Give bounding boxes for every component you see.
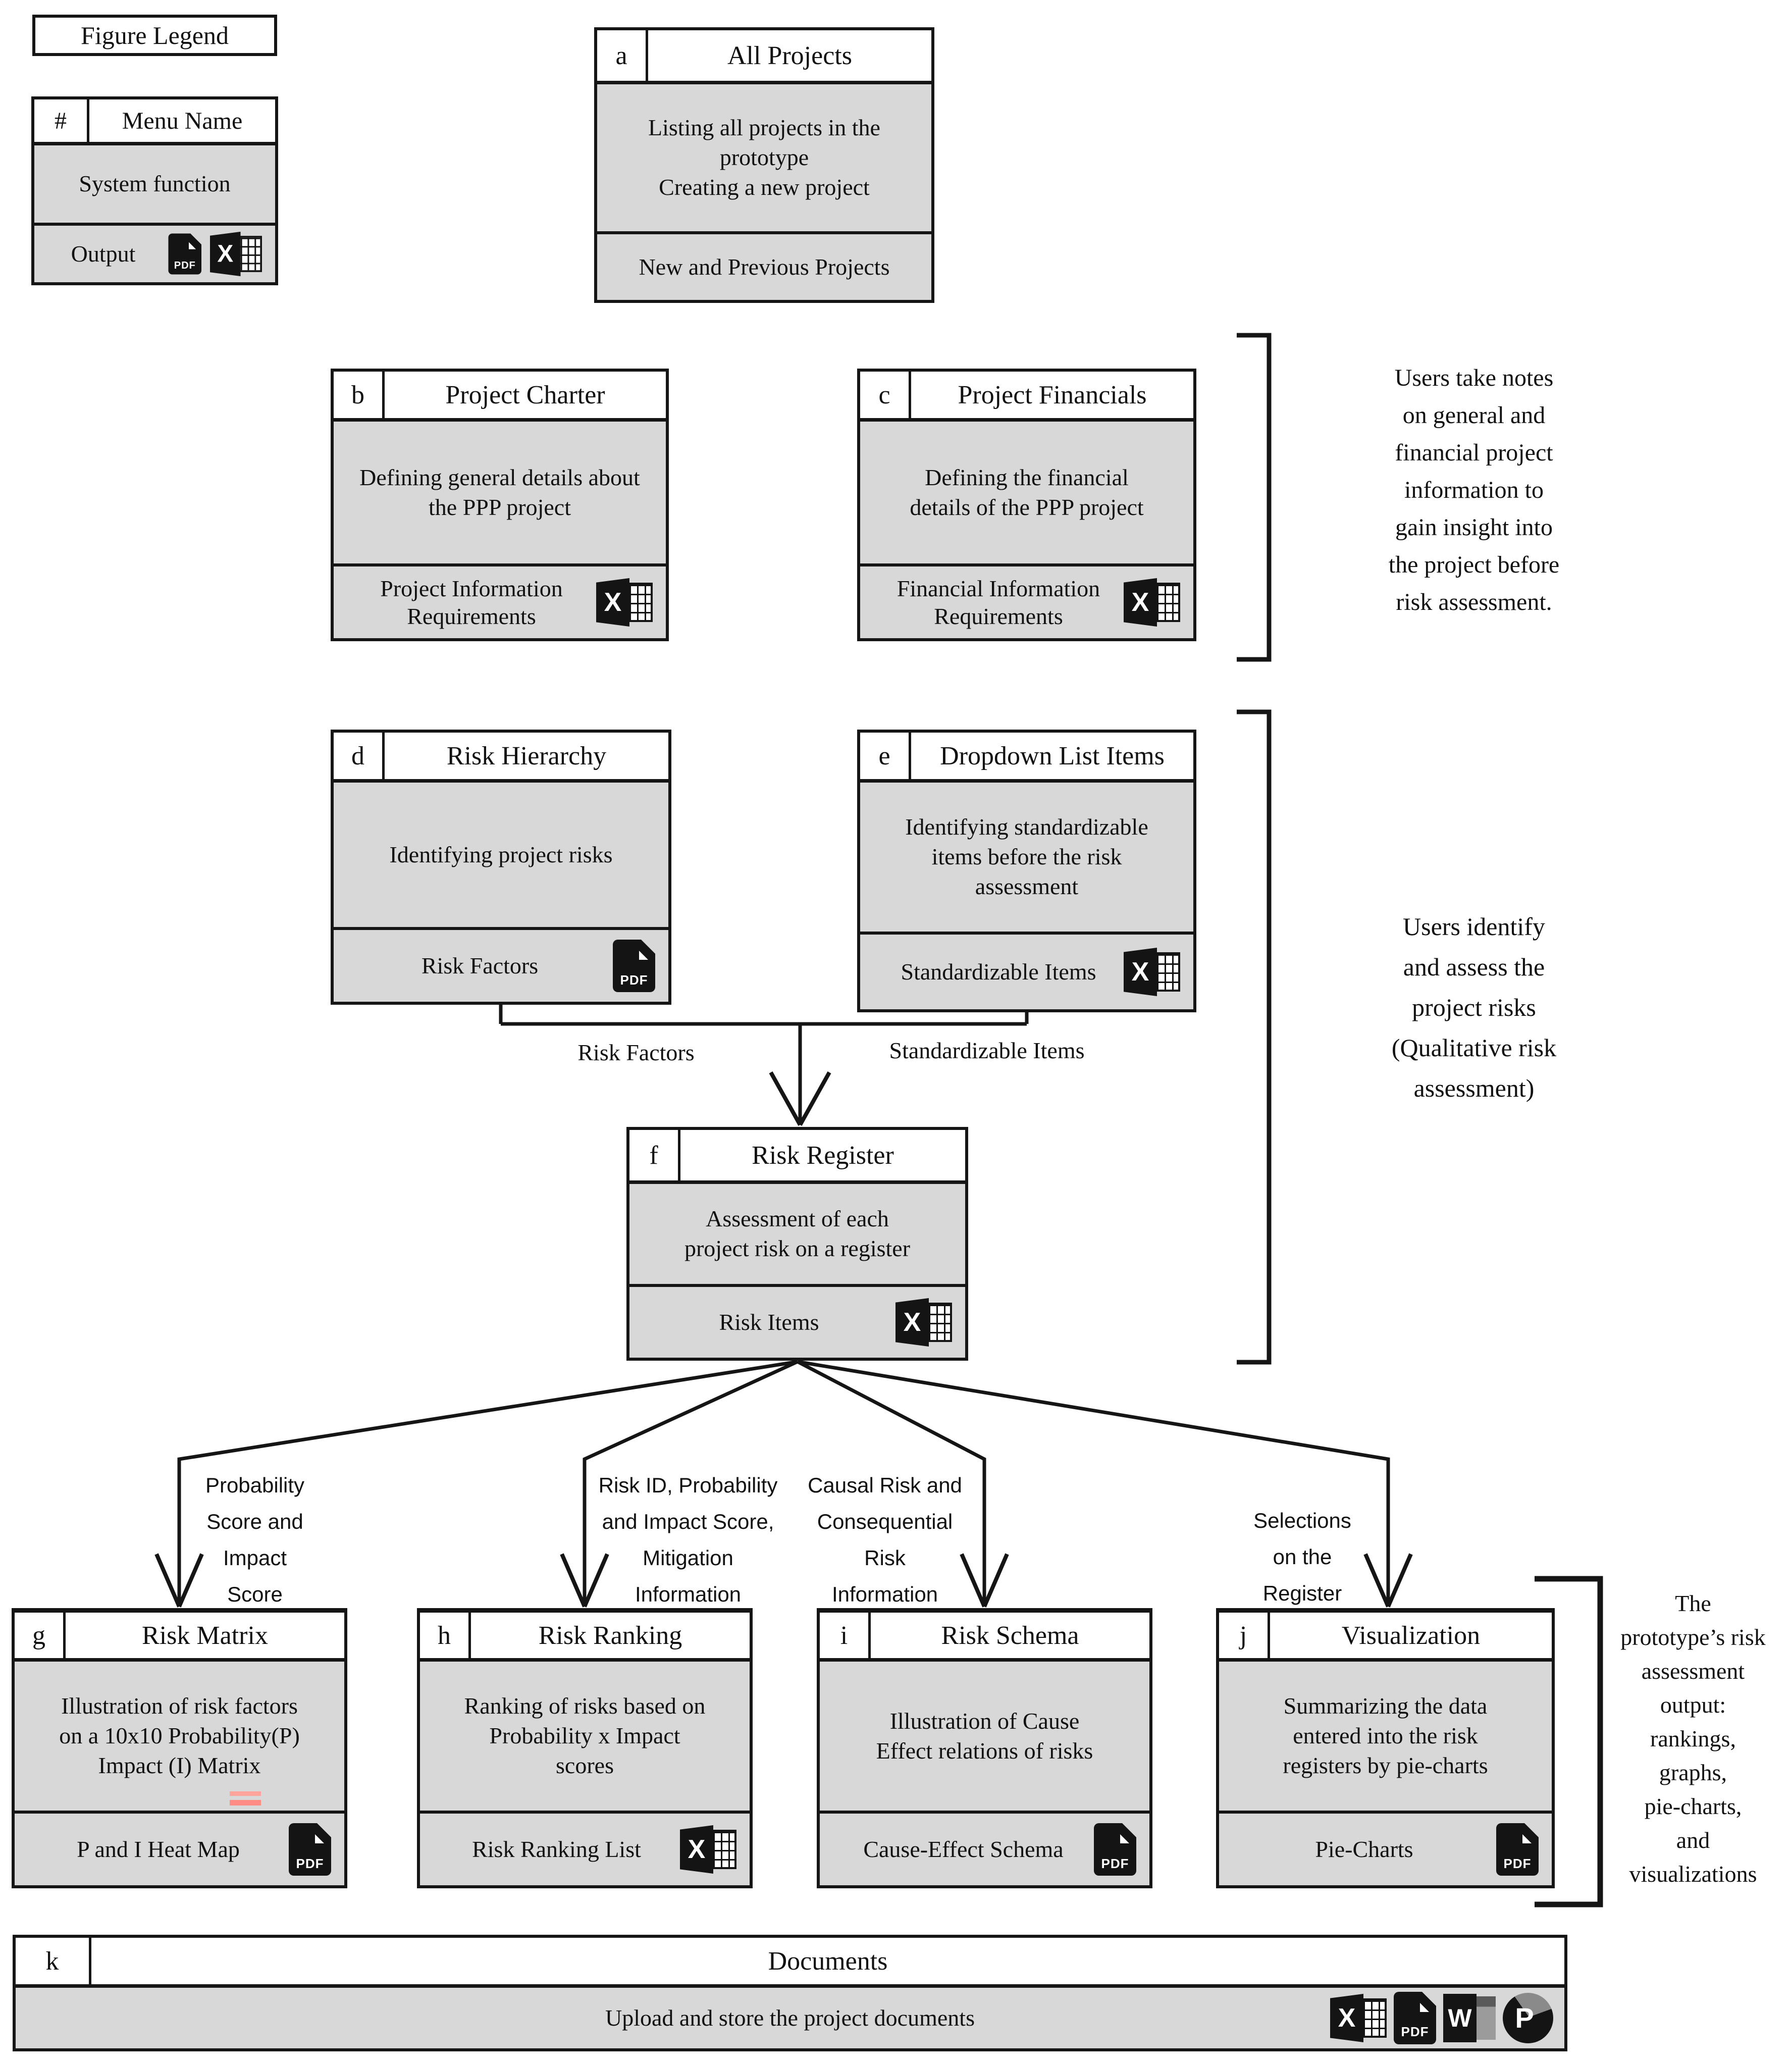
menu-box-risk-register: f Risk Register Assessment of each proje… bbox=[626, 1127, 968, 1361]
menu-function: Defining general details about the PPP p… bbox=[334, 422, 666, 563]
menu-letter: d bbox=[334, 733, 385, 779]
menu-output-label: Cause-Effect Schema bbox=[863, 1836, 1064, 1863]
menu-title: Risk Hierarchy bbox=[446, 741, 607, 770]
menu-letter: c bbox=[860, 372, 911, 418]
menu-box-visualization: j Visualization Summarizing the data ent… bbox=[1216, 1608, 1555, 1888]
excel-icon: X bbox=[895, 1298, 952, 1347]
legend-sample-box: # Menu Name System function Output PDF X bbox=[31, 96, 278, 285]
legend-number-cell: # bbox=[34, 99, 89, 142]
menu-title: All Projects bbox=[727, 41, 852, 70]
excel-icon: X bbox=[1330, 1994, 1387, 2042]
menu-box-risk-ranking: h Risk Ranking Ranking of risks based on… bbox=[417, 1608, 753, 1888]
menu-title: Risk Matrix bbox=[142, 1621, 268, 1650]
pdf-icon: PDF bbox=[613, 939, 656, 992]
menu-function: Identifying project risks bbox=[334, 783, 668, 927]
legend-system-function: System function bbox=[34, 145, 275, 223]
menu-function: Defining the financial details of the PP… bbox=[860, 422, 1193, 563]
menu-function: Ranking of risks based on Probability x … bbox=[420, 1662, 750, 1811]
menu-letter: a bbox=[597, 30, 648, 81]
word-icon: W bbox=[1443, 1994, 1496, 2042]
menu-output-label: Standardizable Items bbox=[901, 959, 1096, 985]
bracket-assessment-phase bbox=[1237, 709, 1272, 1365]
note-identify-assess: Users identify and assess the project ri… bbox=[1391, 912, 1557, 1102]
pdf-icon: PDF bbox=[289, 1823, 332, 1876]
menu-function: Identifying standardizable items before … bbox=[860, 783, 1193, 932]
pdf-icon: PDF bbox=[168, 233, 202, 275]
menu-box-dropdown-list-items: e Dropdown List Items Identifying standa… bbox=[857, 730, 1196, 1012]
menu-function: Listing all projects in the prototype Cr… bbox=[597, 84, 931, 231]
edge-label-probability-impact-score: Probability Score and Impact Score bbox=[205, 1473, 305, 1606]
menu-output-label: Project Information Requirements bbox=[380, 575, 563, 629]
edge-label-risk-factors: Risk Factors bbox=[577, 1040, 695, 1065]
menu-title: Project Financials bbox=[958, 380, 1147, 409]
menu-output-label: Risk Factors bbox=[421, 953, 539, 979]
excel-icon: X bbox=[1124, 578, 1180, 627]
menu-letter: e bbox=[860, 733, 911, 779]
excel-icon: X bbox=[680, 1825, 736, 1874]
menu-box-all-projects: a All Projects Listing all projects in t… bbox=[594, 27, 934, 303]
menu-function: Illustration of risk factors on a 10x10 … bbox=[15, 1662, 344, 1811]
menu-letter: g bbox=[15, 1613, 66, 1658]
bracket-notes-phase bbox=[1237, 333, 1272, 662]
menu-letter: j bbox=[1219, 1613, 1270, 1658]
menu-output-label: Risk Items bbox=[719, 1309, 819, 1335]
menu-title: Visualization bbox=[1341, 1621, 1481, 1650]
pdf-icon: PDF bbox=[1496, 1823, 1539, 1876]
figure-legend-label: Figure Legend bbox=[81, 21, 229, 49]
menu-output-label: Risk Ranking List bbox=[472, 1836, 641, 1863]
menu-letter: f bbox=[629, 1130, 680, 1180]
menu-title: Documents bbox=[768, 1946, 888, 1976]
menu-title: Risk Register bbox=[752, 1141, 894, 1170]
menu-box-project-financials: c Project Financials Defining the financ… bbox=[857, 369, 1196, 641]
menu-function: Illustration of Cause Effect relations o… bbox=[820, 1662, 1149, 1811]
menu-title: Risk Ranking bbox=[538, 1621, 682, 1650]
menu-title: Risk Schema bbox=[941, 1621, 1079, 1650]
powerpoint-icon: P bbox=[1503, 1993, 1553, 2043]
pdf-icon: PDF bbox=[1394, 1991, 1437, 2044]
menu-output-label: P and I Heat Map bbox=[77, 1836, 240, 1863]
legend-output-label: Output bbox=[71, 241, 136, 267]
menu-title: Project Charter bbox=[445, 380, 605, 409]
menu-letter: h bbox=[420, 1613, 471, 1658]
edge-label-riskid-mitigation: Risk ID, Probability and Impact Score, M… bbox=[598, 1473, 778, 1606]
menu-letter: b bbox=[334, 372, 385, 418]
menu-output-label: Financial Information Requirements bbox=[897, 575, 1100, 629]
menu-box-risk-matrix: g Risk Matrix Illustration of risk facto… bbox=[12, 1608, 347, 1888]
excel-icon: X bbox=[209, 231, 262, 277]
menu-title: Dropdown List Items bbox=[940, 741, 1165, 770]
pdf-icon: PDF bbox=[1094, 1823, 1137, 1876]
note-take-notes: Users take notes on general and financia… bbox=[1388, 365, 1560, 615]
edge-label-causal-consequential: Causal Risk and Consequential Risk Infor… bbox=[808, 1473, 962, 1606]
note-assessment-output: The prototype’s risk assessment output: … bbox=[1620, 1590, 1766, 1887]
menu-letter: k bbox=[16, 1938, 91, 1984]
excel-icon: X bbox=[1124, 948, 1180, 996]
menu-output-label: New and Previous Projects bbox=[639, 254, 890, 280]
arrowhead-into-risk-register bbox=[769, 1071, 831, 1126]
menu-function: Upload and store the project documents bbox=[605, 2004, 975, 2031]
menu-box-project-charter: b Project Charter Defining general detai… bbox=[331, 369, 669, 641]
legend-menu-name: Menu Name bbox=[122, 107, 243, 134]
figure-legend-title: Figure Legend bbox=[32, 15, 277, 56]
menu-function: Assessment of each project risk on a reg… bbox=[629, 1184, 965, 1284]
menu-box-risk-schema: i Risk Schema Illustration of Cause Effe… bbox=[817, 1608, 1152, 1888]
excel-icon: X bbox=[596, 578, 653, 627]
red-underline-artifact bbox=[230, 1791, 261, 1805]
menu-box-documents: k Documents Upload and store the project… bbox=[13, 1935, 1567, 2051]
menu-function: Summarizing the data entered into the ri… bbox=[1219, 1662, 1552, 1811]
edge-label-selections-register: Selections on the Register bbox=[1253, 1509, 1351, 1605]
menu-output-label: Pie-Charts bbox=[1315, 1836, 1413, 1863]
menu-box-risk-hierarchy: d Risk Hierarchy Identifying project ris… bbox=[331, 730, 671, 1005]
edge-label-standardizable-items: Standardizable Items bbox=[889, 1038, 1085, 1063]
menu-letter: i bbox=[820, 1613, 871, 1658]
